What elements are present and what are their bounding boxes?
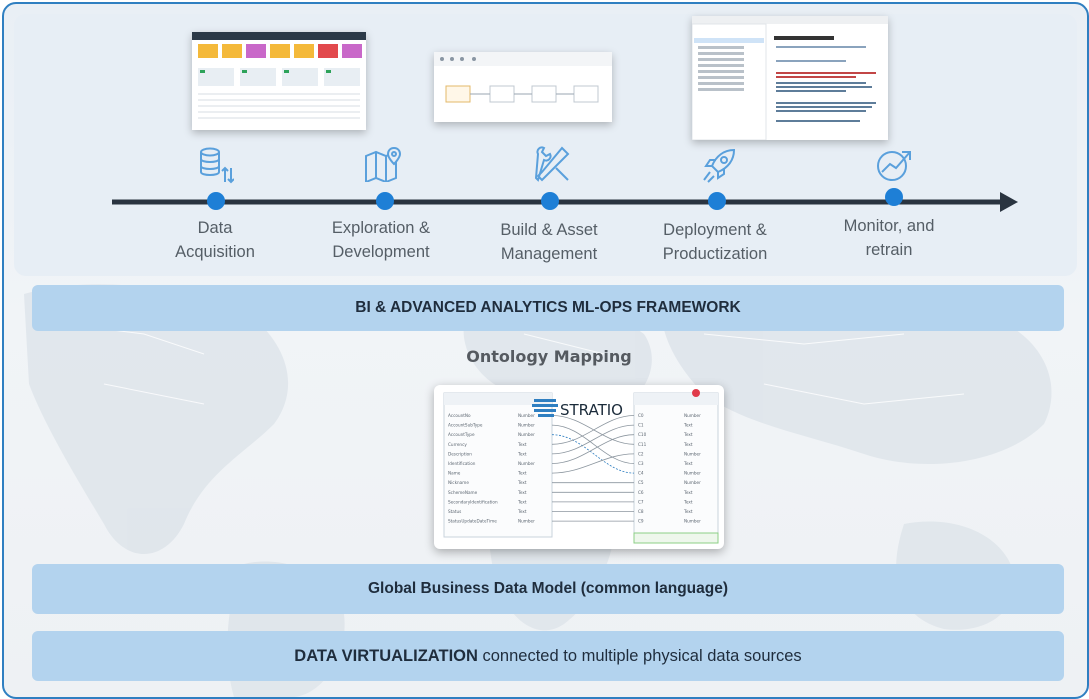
ontology-right-row: C2 bbox=[638, 451, 644, 456]
ontology-right-row: C9 bbox=[638, 519, 644, 524]
ontology-right-row: C8 bbox=[638, 509, 644, 514]
timeline-dot-exploration bbox=[376, 192, 394, 210]
ontology-connector-line bbox=[551, 424, 635, 455]
ontology-right-type: Number bbox=[684, 451, 701, 456]
ontology-right-row: C4 bbox=[638, 471, 644, 476]
ontology-left-type: Text bbox=[517, 499, 527, 504]
ontology-left-row: AccountType bbox=[448, 432, 475, 437]
stratio-logo-text: STRATIO bbox=[560, 401, 623, 419]
ontology-right-row: C0 bbox=[638, 413, 644, 418]
ontology-right-type: Text bbox=[683, 490, 693, 495]
timeline-arrow bbox=[112, 192, 1018, 212]
ontology-left-row: Description bbox=[448, 451, 472, 456]
ontology-left-type: Text bbox=[517, 509, 527, 514]
data-virtualization-band: DATA VIRTUALIZATION connected to multipl… bbox=[32, 631, 1064, 681]
ontology-left-row: Nickname bbox=[448, 480, 469, 485]
ontology-connector-line bbox=[551, 453, 635, 474]
ontology-left-row: AccountNo bbox=[448, 413, 471, 418]
ontology-left-type: Number bbox=[518, 423, 535, 428]
database-transfer-icon bbox=[200, 147, 234, 184]
ontology-connector-line bbox=[551, 424, 635, 464]
ontology-right-type: Text bbox=[683, 509, 693, 514]
timeline-dot-build bbox=[541, 192, 559, 210]
build-pipeline-screenshot bbox=[434, 52, 612, 122]
ontology-left-type: Text bbox=[517, 471, 527, 476]
ontology-right-row: C1 bbox=[638, 423, 644, 428]
data-virtualization-rest: connected to multiple physical data sour… bbox=[477, 646, 802, 665]
ontology-left-type: Number bbox=[518, 461, 535, 466]
growth-chart-icon bbox=[877, 151, 911, 181]
ontology-left-type: Text bbox=[517, 480, 527, 485]
ontology-right-row: C5 bbox=[638, 480, 644, 485]
map-pin-icon bbox=[365, 146, 402, 182]
ontology-left-row: Currency bbox=[448, 442, 467, 447]
rocket-icon bbox=[703, 148, 736, 183]
ontology-left-row: SecondaryIdentification bbox=[448, 499, 498, 504]
data-virtualization-bold: DATA VIRTUALIZATION bbox=[294, 646, 478, 665]
ontology-right-row: C6 bbox=[638, 490, 644, 495]
mlops-framework-band: BI & ADVANCED ANALYTICS ML-OPS FRAMEWORK bbox=[32, 285, 1064, 331]
ontology-right-row: C10 bbox=[638, 432, 647, 437]
business-data-model-band: Global Business Data Model (common langu… bbox=[32, 564, 1064, 614]
ontology-mapping-title: Ontology Mapping bbox=[466, 347, 632, 366]
ontology-connector-line bbox=[551, 415, 635, 445]
timeline-dot-acquisition bbox=[207, 192, 225, 210]
ontology-left-type: Text bbox=[517, 442, 527, 447]
ontology-right-row: C3 bbox=[638, 461, 644, 466]
ontology-left-type: Number bbox=[518, 432, 535, 437]
ontology-connector-line bbox=[551, 434, 635, 464]
ontology-left-type: Number bbox=[518, 519, 535, 524]
ontology-left-type: Text bbox=[517, 490, 527, 495]
stage-label-exploration: Exploration & Development bbox=[331, 219, 431, 261]
stage-label-deployment: Deployment & Productization bbox=[662, 221, 768, 263]
ontology-left-row: Status bbox=[448, 509, 461, 514]
ontology-right-row: C11 bbox=[638, 442, 647, 447]
timeline-dot-monitor bbox=[885, 188, 903, 206]
ontology-left-row: SchemeName bbox=[448, 490, 478, 495]
mlops-framework-text: BI & ADVANCED ANALYTICS ML-OPS FRAMEWORK bbox=[355, 299, 741, 316]
ontology-left-type: Text bbox=[517, 451, 527, 456]
business-data-model-text: Global Business Data Model (common langu… bbox=[368, 580, 728, 597]
stage-label-build: Build & Asset Management bbox=[500, 221, 598, 263]
ontology-left-row: Name bbox=[448, 471, 461, 476]
stage-label-acquisition: Data Acquisition bbox=[175, 219, 255, 261]
ontology-right-type: Number bbox=[684, 519, 701, 524]
data-virtualization-text: DATA VIRTUALIZATION connected to multipl… bbox=[294, 647, 801, 666]
ontology-left-type: Number bbox=[518, 413, 535, 418]
ontology-right-type: Text bbox=[683, 432, 693, 437]
ontology-left-row: StatusUpdateDateTime bbox=[448, 519, 497, 524]
timeline-dot-deployment bbox=[708, 192, 726, 210]
ontology-right-type: Number bbox=[684, 413, 701, 418]
ontology-right-row: C7 bbox=[638, 499, 644, 504]
ontology-right-type: Text bbox=[683, 461, 693, 466]
deployment-notebook-screenshot bbox=[692, 16, 888, 140]
ontology-right-type: Text bbox=[683, 423, 693, 428]
ontology-right-type: Text bbox=[683, 442, 693, 447]
tools-icon bbox=[534, 146, 570, 182]
ontology-right-type: Text bbox=[683, 499, 693, 504]
ontology-connector-line bbox=[551, 434, 635, 474]
ontology-left-row: AccountSubType bbox=[448, 423, 483, 428]
ontology-left-row: Identification bbox=[448, 461, 476, 466]
ontology-right-type: Number bbox=[684, 471, 701, 476]
ontology-right-type: Number bbox=[684, 480, 701, 485]
stage-label-monitor: Monitor, and retrain bbox=[843, 217, 935, 259]
data-acquisition-screenshot bbox=[192, 32, 366, 130]
